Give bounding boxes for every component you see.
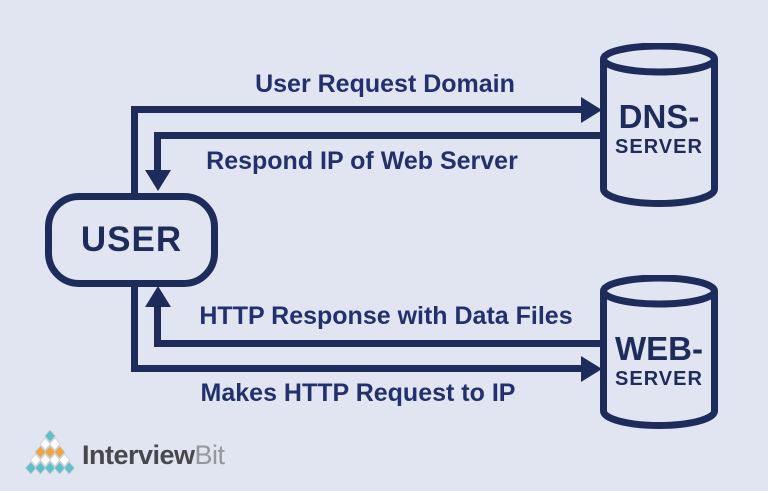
arrow-user-to-dns-line [131,106,581,113]
label-respond-ip: Respond IP of Web Server [206,147,518,175]
interviewbit-mark-icon [24,429,76,476]
arrow-dns-to-user-head-icon [144,170,171,191]
label-http-response: HTTP Response with Data Files [199,302,573,330]
arrow-web-to-user-vertical-line [154,306,161,347]
arrow-dns-to-user-vertical-line [154,132,161,170]
arrow-user-to-web-line [131,365,581,372]
web-server-subtitle: SERVER [615,368,703,390]
arrow-user-to-web-vertical-line [131,286,138,372]
arrow-user-to-web-head-icon [581,355,602,382]
dns-server-title: DNS- [618,98,700,135]
arrow-user-to-dns-vertical-line [131,107,138,193]
user-node: USER [45,193,218,287]
dns-server-node: DNS- SERVER [600,43,718,211]
database-cylinder-icon [600,275,718,429]
interviewbit-wordmark: InterviewBit [82,440,225,471]
arrow-user-to-dns-head-icon [581,96,602,123]
interviewbit-logo: InterviewBit [24,429,225,476]
label-user-request-domain: User Request Domain [255,70,515,98]
arrow-dns-to-user-line [157,132,602,139]
web-server-node: WEB- SERVER [600,275,718,433]
dns-server-subtitle: SERVER [615,136,703,158]
arrow-web-to-user-line [157,340,602,347]
user-node-label: USER [80,220,183,259]
database-cylinder-icon [600,43,718,207]
arrow-web-to-user-head-icon [144,286,171,307]
web-server-title: WEB- [615,330,703,367]
brand-secondary: Bit [194,440,226,470]
brand-primary: Interview [82,440,195,470]
label-http-request: Makes HTTP Request to IP [200,379,516,407]
